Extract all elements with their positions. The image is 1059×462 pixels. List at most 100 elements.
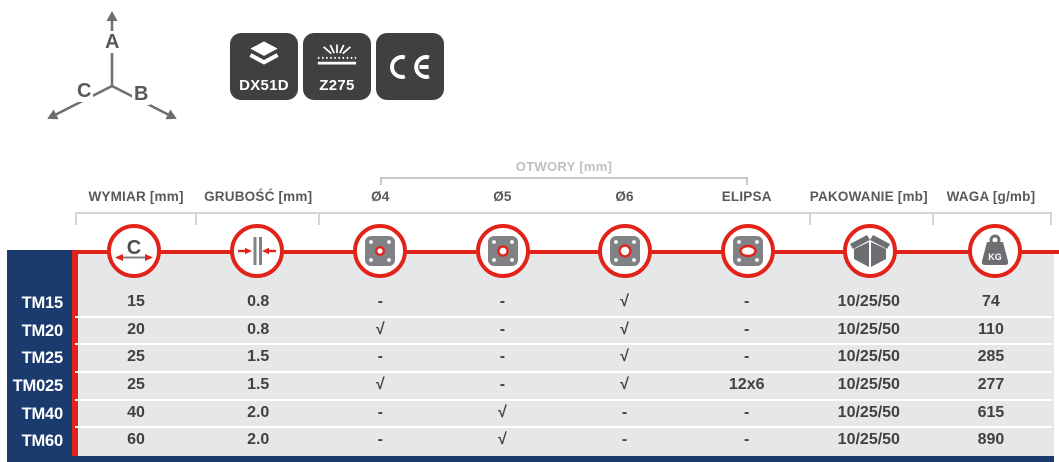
table-cell: - bbox=[744, 320, 750, 338]
table-cell: 10/25/50 bbox=[837, 320, 900, 338]
svg-text:KG: KG bbox=[988, 252, 1002, 262]
ellipse-hole-icon bbox=[726, 229, 770, 273]
tick-mark bbox=[1050, 212, 1052, 225]
table-cell: 2.0 bbox=[247, 403, 270, 421]
table-cell: 10/25/50 bbox=[837, 403, 900, 421]
axes-diagram bbox=[30, 0, 190, 128]
svg-text:C: C bbox=[127, 237, 141, 259]
row-label: TM25 bbox=[21, 349, 64, 368]
badge-label: DX51D bbox=[239, 77, 289, 94]
badge-dx51d: DX51D bbox=[230, 33, 298, 100]
column-header: PAKOWANIE [mb] bbox=[809, 189, 928, 204]
column-icon-circle bbox=[843, 224, 897, 278]
column-header: Ø4 bbox=[371, 189, 390, 204]
column-icon-circle: KG bbox=[968, 224, 1022, 278]
row-label: TM025 bbox=[12, 377, 64, 396]
table-cell: 110 bbox=[978, 320, 1004, 338]
column-icon-circle bbox=[230, 224, 284, 278]
hole-d4-icon bbox=[358, 229, 402, 273]
column-icon-circle bbox=[598, 224, 652, 278]
coating-icon bbox=[315, 33, 359, 77]
table-cell: √ bbox=[620, 376, 629, 394]
table-cell: 2.0 bbox=[247, 431, 270, 449]
hole-d6-icon bbox=[603, 229, 647, 273]
axis-label-a: A bbox=[103, 31, 122, 53]
badge-ce bbox=[376, 33, 444, 100]
column-header: ELIPSA bbox=[721, 189, 772, 204]
table-cell: - bbox=[499, 348, 506, 366]
column-icon-circle bbox=[476, 224, 530, 278]
table-cell: - bbox=[621, 403, 628, 421]
table-cell: - bbox=[499, 376, 506, 394]
tick-mark bbox=[932, 212, 934, 225]
axes-arrows-icon bbox=[47, 11, 177, 120]
table-cell: - bbox=[744, 431, 750, 449]
layers-icon bbox=[244, 33, 284, 77]
row-header-column bbox=[7, 250, 72, 456]
otwory-group-label: OTWORY [mm] bbox=[515, 159, 613, 174]
column-header: GRUBOŚĆ [mm] bbox=[204, 189, 313, 204]
tick-mark bbox=[809, 212, 811, 225]
row-label: TM40 bbox=[21, 404, 64, 423]
column-header-row: WYMIAR [mm] GRUBOŚĆ [mm] Ø4 Ø5 Ø6 ELIPSA PAKOW… bbox=[75, 189, 1052, 204]
table-cell: - bbox=[377, 348, 383, 366]
table-cell: 12x6 bbox=[728, 376, 765, 394]
table-cell: √ bbox=[375, 320, 385, 338]
table-cell: √ bbox=[620, 348, 629, 366]
column-header: Ø6 bbox=[615, 189, 634, 204]
table-cell: 10/25/50 bbox=[837, 376, 900, 394]
red-vertical-line bbox=[72, 250, 78, 456]
hole-d5-icon bbox=[481, 229, 525, 273]
header-tick-line bbox=[75, 212, 1052, 214]
tick-mark bbox=[195, 212, 197, 225]
badge-z275: Z275 bbox=[303, 33, 371, 100]
table-cell: √ bbox=[620, 293, 629, 310]
table-cell: 25 bbox=[127, 348, 145, 366]
package-box-icon bbox=[848, 229, 892, 273]
table-cell: 285 bbox=[977, 348, 1005, 366]
table-cell: 25 bbox=[127, 376, 145, 394]
table-cell: 74 bbox=[982, 293, 1000, 310]
table-cell: 20 bbox=[127, 320, 145, 338]
table-cell: 1.5 bbox=[247, 348, 270, 366]
thickness-icon bbox=[235, 229, 279, 273]
column-header: Ø5 bbox=[493, 189, 512, 204]
column-icon-circle bbox=[353, 224, 407, 278]
table-cell: - bbox=[499, 320, 506, 338]
column-icon-circle: C bbox=[107, 224, 161, 278]
table-cell: √ bbox=[620, 320, 629, 338]
certification-badges: DX51D Z275 bbox=[230, 33, 444, 100]
table-cell: √ bbox=[375, 376, 385, 394]
table-cell: 0.8 bbox=[247, 320, 270, 338]
ce-mark-icon bbox=[385, 33, 435, 100]
column-header: WYMIAR [mm] bbox=[88, 189, 184, 204]
table-cell: 40 bbox=[127, 403, 145, 421]
column-header: WAGA [g/mb] bbox=[946, 189, 1036, 204]
table-cell: 10/25/50 bbox=[837, 293, 900, 310]
table-cell: 615 bbox=[977, 403, 1005, 421]
table-cell: - bbox=[499, 293, 506, 310]
weight-kg-icon: KG bbox=[973, 229, 1017, 273]
table-cell: 60 bbox=[127, 431, 145, 449]
table-cell: 890 bbox=[977, 431, 1005, 449]
row-label: TM60 bbox=[21, 432, 64, 451]
badge-label: Z275 bbox=[319, 77, 355, 94]
table-background bbox=[78, 254, 1054, 456]
table-cell: - bbox=[621, 431, 628, 449]
table-cell: 0.8 bbox=[247, 293, 270, 310]
axis-label-c: C bbox=[75, 80, 94, 102]
table-cell: - bbox=[744, 293, 750, 310]
table-cell: - bbox=[744, 348, 750, 366]
table-row: 20 0.8 √ - √ - 10/25/50 110 bbox=[75, 318, 1052, 346]
table-cell: 277 bbox=[977, 376, 1005, 394]
table-cell: 15 bbox=[127, 293, 145, 310]
tick-mark bbox=[318, 212, 320, 225]
